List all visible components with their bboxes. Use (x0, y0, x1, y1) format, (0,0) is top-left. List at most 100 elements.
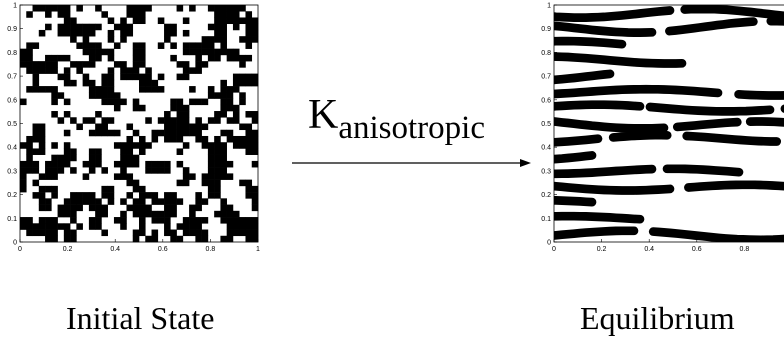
pixel (32, 5, 40, 12)
pixel (139, 86, 146, 93)
pixel (195, 67, 202, 74)
pixel (220, 173, 227, 180)
pixel (226, 135, 234, 143)
pixel (164, 111, 171, 118)
pixel (226, 104, 234, 112)
pixel (214, 48, 221, 56)
pixel (120, 198, 127, 205)
pixel (63, 54, 71, 62)
pixel (214, 185, 221, 193)
initial-state-caption: Initial State (66, 300, 215, 336)
pixel (145, 142, 152, 149)
pixel (207, 5, 215, 12)
pixel (88, 54, 96, 62)
pixel (220, 5, 227, 12)
pixel (182, 173, 190, 180)
pixel (139, 204, 146, 212)
pixel (239, 54, 246, 62)
pixel (182, 48, 190, 56)
pixel (51, 160, 58, 168)
pixel (182, 67, 190, 74)
pixel (101, 123, 108, 131)
pixel (176, 135, 184, 143)
pixel (226, 173, 234, 180)
pixel (139, 73, 146, 81)
pixel (51, 86, 58, 93)
pixel (76, 198, 83, 205)
pixel (201, 235, 209, 243)
pixel (101, 229, 108, 237)
pixel (63, 29, 71, 37)
pixel (220, 29, 227, 37)
pixel (70, 148, 77, 155)
pixel (70, 210, 77, 218)
stripe (662, 164, 744, 177)
pixel (201, 142, 209, 149)
pixel (189, 123, 196, 131)
arrow-label-main: K (308, 92, 339, 138)
pixel (245, 179, 253, 187)
x-tick-label: 0.6 (158, 246, 168, 253)
pixel (76, 42, 83, 49)
pixel (164, 123, 171, 131)
pixel (170, 117, 177, 124)
pixel (220, 129, 227, 137)
pixel (232, 5, 240, 12)
pixel (45, 173, 52, 180)
stripe (554, 181, 675, 195)
pixel (126, 160, 134, 168)
pixel (239, 229, 246, 237)
pixel (170, 54, 177, 62)
pixel (176, 223, 184, 230)
pixel (113, 160, 121, 168)
pixel (63, 79, 71, 87)
pixel (139, 142, 146, 149)
pixel (51, 98, 58, 106)
pixel (26, 167, 33, 174)
pixel (101, 11, 108, 18)
pixel (201, 98, 209, 106)
pixel (38, 148, 46, 155)
pixel (57, 23, 65, 31)
pixel (113, 142, 121, 149)
pixel (32, 148, 40, 155)
pixel (207, 92, 215, 99)
pixel (195, 223, 202, 230)
pixel (245, 135, 253, 143)
pixel (107, 198, 115, 205)
pixel (220, 98, 227, 106)
pixel (195, 198, 202, 205)
pixel (132, 179, 140, 187)
pixel (57, 5, 65, 12)
stripe (766, 16, 784, 26)
pixel (139, 42, 146, 49)
pixel (182, 61, 190, 68)
pixel (220, 42, 227, 49)
pixel (220, 23, 227, 31)
y-tick-label: 1 (547, 3, 551, 10)
pixel (226, 54, 234, 62)
pixel (95, 210, 102, 218)
pixel (51, 217, 58, 224)
pixel (220, 11, 227, 18)
pixel (120, 17, 127, 25)
pixel (251, 135, 259, 143)
pixel (157, 160, 165, 168)
pixel (70, 23, 77, 31)
pixel (32, 123, 40, 131)
pixel (139, 192, 146, 199)
pixel (113, 129, 121, 137)
pixel (120, 210, 127, 218)
pixel (214, 142, 221, 149)
pixel (176, 123, 184, 131)
pixel (151, 210, 159, 218)
pixel (101, 86, 108, 93)
pixel (195, 117, 202, 124)
arrow-label-subscript: anisotropic (338, 110, 485, 146)
pixel (239, 142, 246, 149)
pixel (164, 23, 171, 31)
pixel (139, 48, 146, 56)
pixel (101, 192, 108, 199)
pixel (157, 217, 165, 224)
